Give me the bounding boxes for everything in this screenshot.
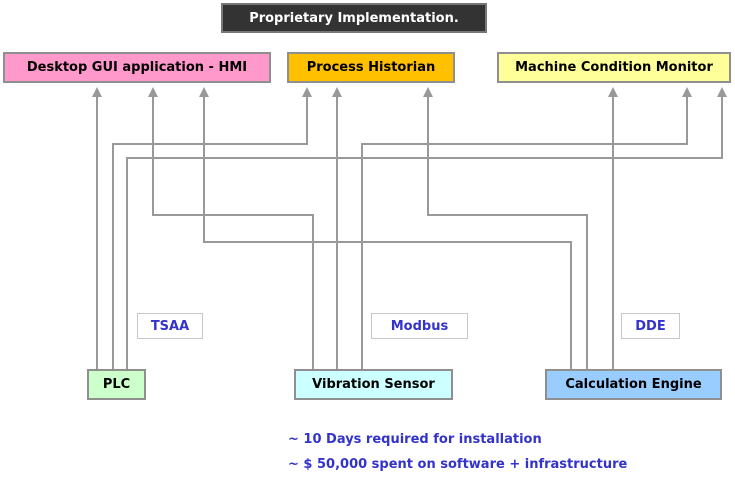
node-vibration-sensor: Vibration Sensor [294,369,453,400]
wire-calc-to-hmi [199,87,572,369]
node-hmi: Desktop GUI application - HMI [3,52,271,83]
wire-plc-to-historian [112,87,312,369]
installation-time-note: ~ 10 Days required for installation [288,432,542,447]
diagram-title: Proprietary Implementation. [221,3,487,33]
wire-vibration-to-condition-monitor [361,87,692,369]
node-plc: PLC [87,369,146,400]
wire-vibration-to-hmi [148,87,314,369]
cost-note: ~ $ 50,000 spent on software + infrastru… [288,457,628,472]
protocol-label-dde: DDE [621,313,680,339]
protocol-label-tsaa: TSAA [137,313,203,339]
node-calculation-engine: Calculation Engine [545,369,722,400]
wire-calc-to-historian [423,87,588,369]
wire-plc-to-condition-monitor [126,87,727,369]
protocol-label-modbus: Modbus [371,313,468,339]
node-process-historian: Process Historian [287,52,455,83]
node-machine-condition-monitor: Machine Condition Monitor [497,52,731,83]
